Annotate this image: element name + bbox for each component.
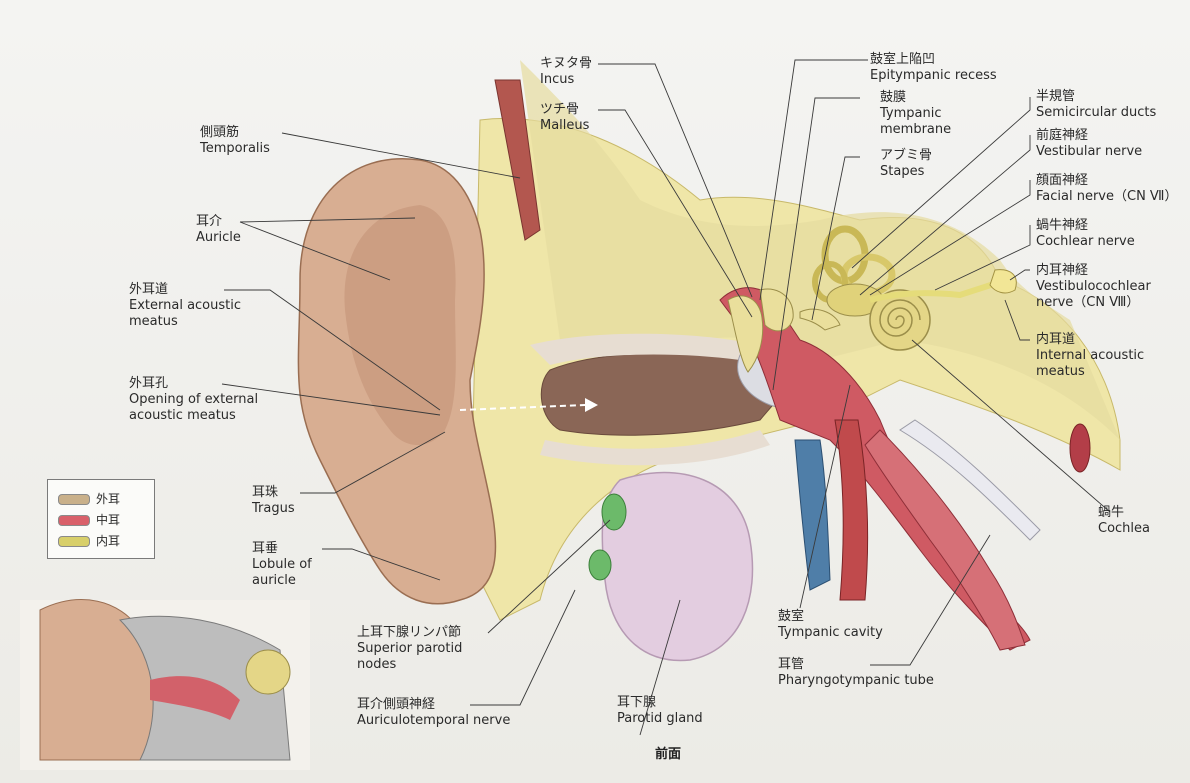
legend-item-middle-ear: 中耳: [58, 511, 120, 527]
tube-opening-right: [1070, 424, 1090, 472]
pharyngotympanic-shape: [865, 430, 1025, 650]
inset-ear: [20, 600, 310, 770]
internal-meatus-shape: [990, 270, 1016, 293]
legend: 外耳 中耳 内耳: [47, 479, 155, 559]
lymph-node-2: [589, 550, 611, 580]
legend-item-inner-ear: 内耳: [58, 532, 120, 548]
legend-swatch-outer: [58, 494, 90, 505]
figure-caption: 前面: [655, 743, 681, 762]
legend-swatch-middle: [58, 515, 90, 526]
jugular-vein: [795, 440, 830, 590]
parotid-shape: [602, 473, 752, 661]
legend-item-outer-ear: 外耳: [58, 490, 120, 506]
legend-swatch-inner: [58, 536, 90, 547]
